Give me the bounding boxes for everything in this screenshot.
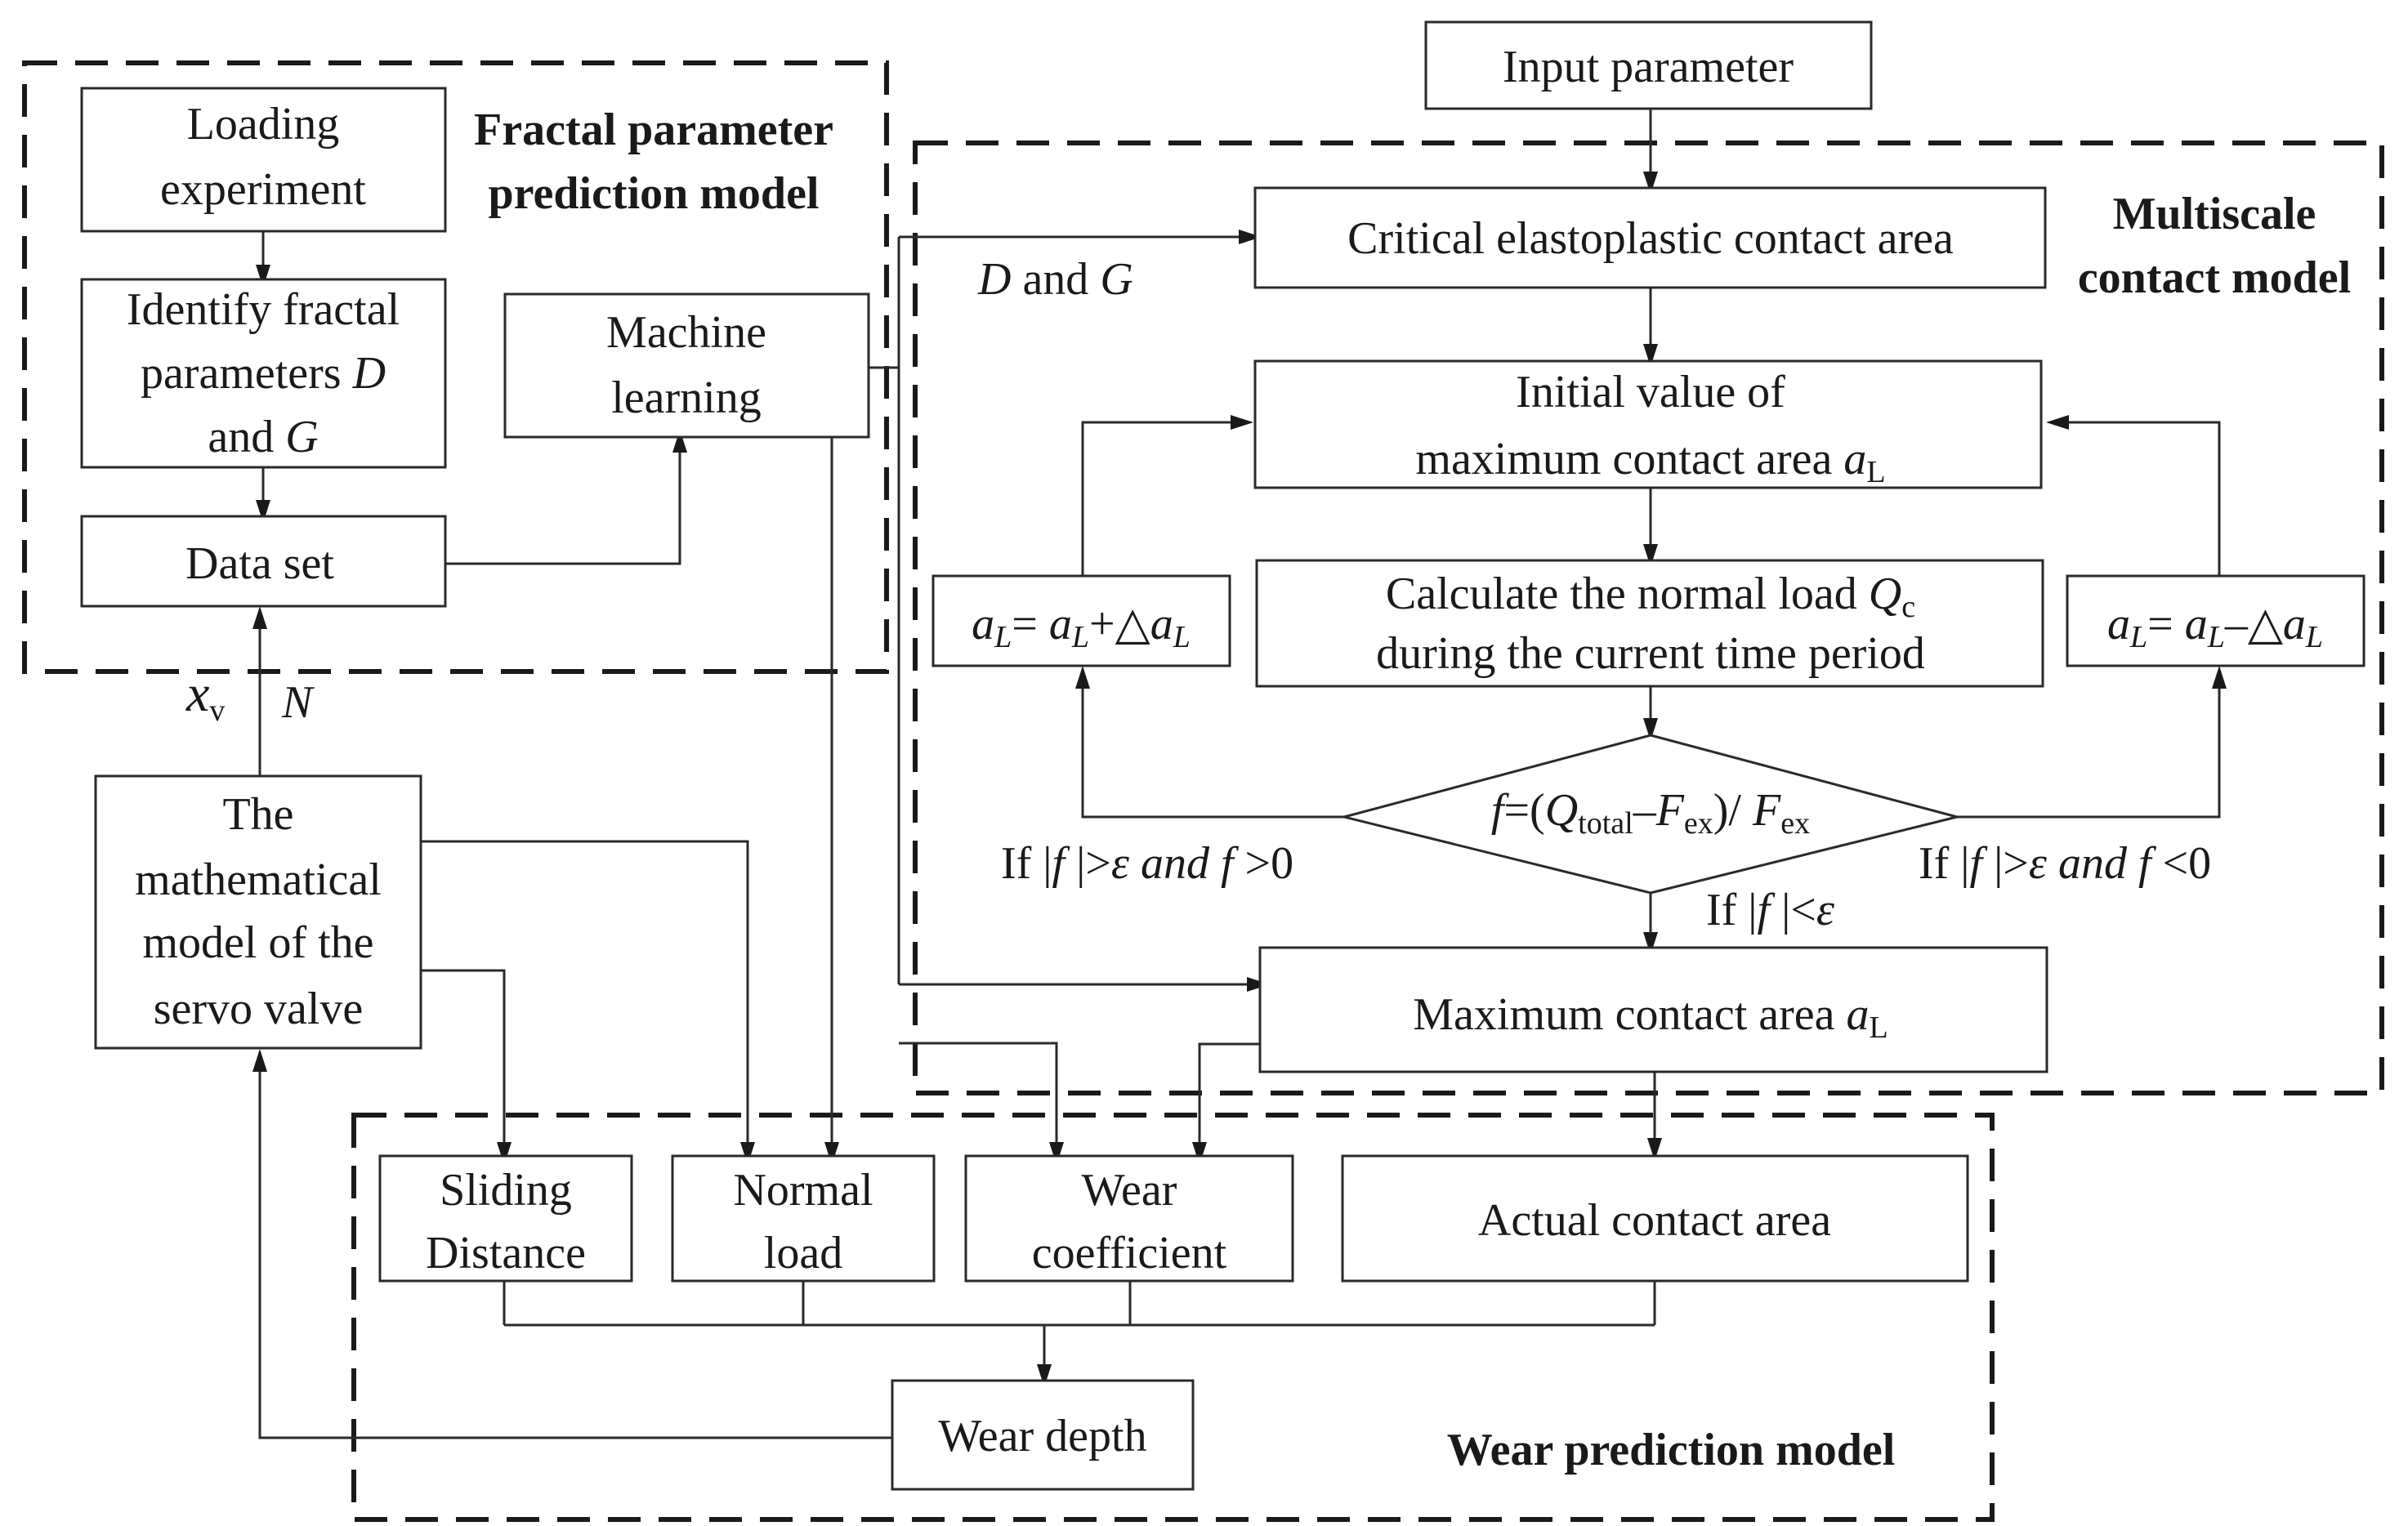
decrease-area-label: aL= aL–△aL <box>2107 599 2323 654</box>
max-contact-area-box: Maximum contact area aL <box>1258 946 2048 1073</box>
max-contact-area-label: Maximum contact area aL <box>1413 989 1888 1045</box>
condition-converged-label: If |f |<ε <box>1706 885 1835 935</box>
servo-model-line4: servo valve <box>154 984 364 1034</box>
multiscale-model-group <box>913 141 2384 1095</box>
fractal-group-title-line1: Fractal parameter <box>474 105 833 155</box>
calculate-load-box: Calculate the normal load Qc during the … <box>1255 559 2044 688</box>
increase-area-label: aL= aL+△aL <box>972 599 1191 654</box>
initial-value-box: Initial value of maximum contact area aL <box>1253 359 2043 489</box>
identify-line1: Identify fractal <box>127 284 400 335</box>
decision-label: f=(Qtotal–Fex)/ Fex <box>1491 785 1810 841</box>
initial-value-line2: maximum contact area aL <box>1415 434 1885 489</box>
wear-group-title: Wear prediction model <box>1447 1425 1896 1475</box>
condition-positive-label: If |f |>ε and f >0 <box>1001 838 1293 889</box>
loading-experiment-line2: experiment <box>160 164 366 215</box>
wear-model-group <box>351 1113 1995 1522</box>
multiscale-group-title-line2: contact model <box>2078 252 2351 303</box>
increase-area-box: aL= aL+△aL <box>931 574 1231 667</box>
fractal-group-title-line2: prediction model <box>489 168 820 219</box>
normal-load-box: Normal load <box>671 1154 936 1283</box>
sliding-distance-box: Sliding Distance <box>378 1154 633 1283</box>
wear-depth-box: Wear depth <box>891 1379 1195 1491</box>
machine-learning-line2: learning <box>611 373 761 423</box>
calculate-load-line1: Calculate the normal load Qc <box>1386 569 1915 624</box>
servo-model-line3: model of the <box>142 917 373 968</box>
servo-model-box: The mathematical model of the servo valv… <box>94 774 422 1050</box>
actual-contact-area-box: Actual contact area <box>1341 1154 1969 1283</box>
identify-parameters-box: Identify fractal parameters D and G <box>80 278 447 469</box>
arrowheads <box>252 172 2227 1387</box>
servo-model-line2: mathematical <box>135 854 382 905</box>
machine-learning-line1: Machine <box>606 307 766 358</box>
identify-line2: parameters D <box>141 348 386 399</box>
identify-line3: and G <box>208 412 318 462</box>
wear-coefficient-box: Wear coefficient <box>964 1154 1294 1283</box>
decrease-area-box: aL= aL–△aL <box>2066 574 2366 667</box>
condition-negative-label: If |f |>ε and f <0 <box>1919 838 2211 889</box>
critical-area-box: Critical elastoplastic contact area <box>1253 186 2047 289</box>
d-and-g-label: D and G <box>977 254 1133 305</box>
servo-model-line1: The <box>222 789 293 840</box>
data-set-box: Data set <box>80 515 447 608</box>
input-parameter-label: Input parameter <box>1503 42 1794 92</box>
wear-coefficient-line2: coefficient <box>1032 1228 1227 1278</box>
connectors <box>258 109 2221 1439</box>
loading-experiment-box: Loading experiment <box>80 87 447 233</box>
sliding-distance-line1: Sliding <box>440 1165 572 1216</box>
decision-diamond: f=(Qtotal–Fex)/ Fex <box>1343 734 1958 895</box>
initial-value-line1: Initial value of <box>1516 367 1785 417</box>
sliding-distance-line2: Distance <box>426 1228 586 1278</box>
input-parameter-box: Input parameter <box>1424 20 1873 110</box>
calculate-load-line2: during the current time period <box>1376 628 1925 679</box>
normal-load-line2: load <box>764 1228 842 1278</box>
critical-area-label: Critical elastoplastic contact area <box>1347 213 1954 264</box>
xv-label: xv <box>185 664 225 728</box>
n-label: N <box>281 677 315 728</box>
actual-contact-area-label: Actual contact area <box>1478 1195 1831 1246</box>
data-set-label: Data set <box>185 538 334 589</box>
normal-load-line1: Normal <box>733 1165 873 1216</box>
wear-depth-label: Wear depth <box>938 1411 1146 1461</box>
loading-experiment-line1: Loading <box>187 99 340 149</box>
wear-coefficient-line1: Wear <box>1082 1165 1177 1216</box>
multiscale-group-title-line1: Multiscale <box>2113 189 2316 239</box>
machine-learning-box: Machine learning <box>503 292 870 439</box>
